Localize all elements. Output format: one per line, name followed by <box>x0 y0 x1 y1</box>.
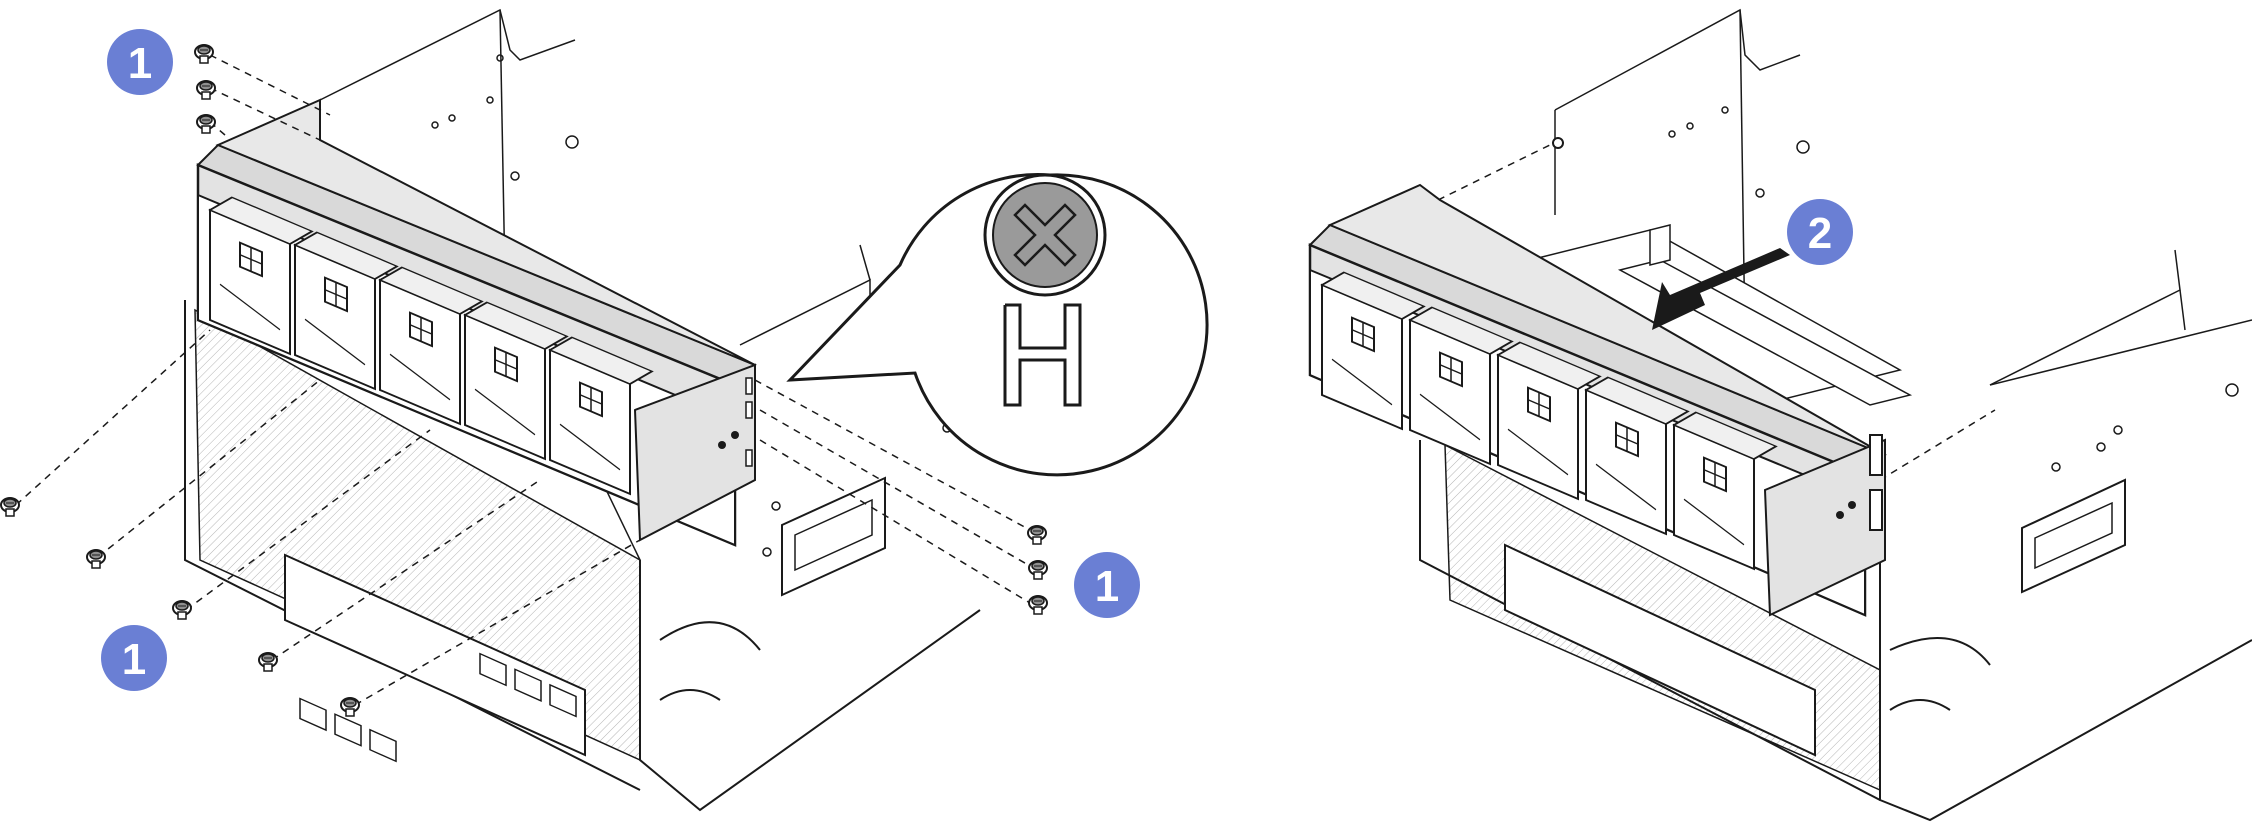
left-assembly-view: 1 1 1 <box>0 8 1209 812</box>
step-badge-label: 1 <box>122 635 146 684</box>
screw-guide-lines <box>15 54 1031 706</box>
step-badge-2: 2 <box>1787 199 1853 265</box>
h-screw-icon <box>1003 303 1082 407</box>
screw-hole-top <box>1552 137 1564 149</box>
fan-cage <box>196 98 757 547</box>
step-badge-1-right: 1 <box>1074 552 1140 618</box>
step-badge-1-bottom: 1 <box>101 625 167 691</box>
chassis-base-right <box>1419 440 2252 822</box>
step-badge-label: 2 <box>1808 209 1832 258</box>
arrow-icon <box>1652 248 1790 330</box>
step-badge-label: 1 <box>1095 562 1119 611</box>
chassis-base <box>184 300 981 812</box>
step-badge-label: 1 <box>128 39 152 88</box>
screws-right <box>1027 525 1048 615</box>
alignment-guide-lines <box>1437 139 1996 481</box>
fan-cage-removed <box>1308 183 1887 617</box>
step-badge-1-top: 1 <box>107 29 173 95</box>
screw-detail-callout <box>786 173 1209 477</box>
right-removal-view: 2 <box>1308 8 2252 822</box>
screws-top-left <box>194 44 216 134</box>
